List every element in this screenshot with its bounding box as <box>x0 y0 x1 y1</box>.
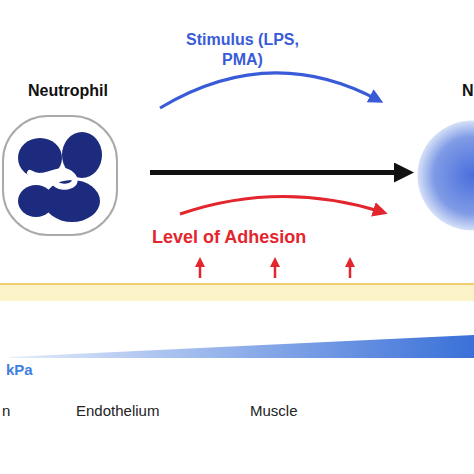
adhesion-arrow <box>349 262 352 278</box>
stimulus-arc <box>160 73 378 108</box>
substrate-band <box>0 284 474 301</box>
cell-shape <box>0 113 120 238</box>
adhesion-label: Level of Adhesion <box>152 226 306 248</box>
cell-name: N <box>462 82 474 100</box>
cell-shape <box>415 113 474 238</box>
cell-name: Neutrophil <box>28 82 108 100</box>
cell-membrane <box>3 116 117 235</box>
stiffness-wedge <box>10 335 474 358</box>
unit-label: kPa <box>6 360 33 379</box>
tissue-label: n <box>2 401 10 420</box>
tissue-label: Endothelium <box>76 401 159 420</box>
substrate-edge <box>0 283 474 285</box>
transition-arrow <box>150 170 408 175</box>
adhesion-arrow <box>199 262 202 278</box>
cell-node: Neutrophil <box>0 82 150 242</box>
nucleus-cleft <box>30 171 75 187</box>
stimulus-label: Stimulus (LPS, PMA) <box>185 30 300 70</box>
tissue-label: Muscle <box>250 401 298 420</box>
adhesion-arrow <box>274 262 277 278</box>
cell-node: N <box>410 82 474 242</box>
activated-cell <box>418 121 474 231</box>
adhesion-arc <box>180 196 382 214</box>
nucleus-lobe <box>18 185 54 217</box>
